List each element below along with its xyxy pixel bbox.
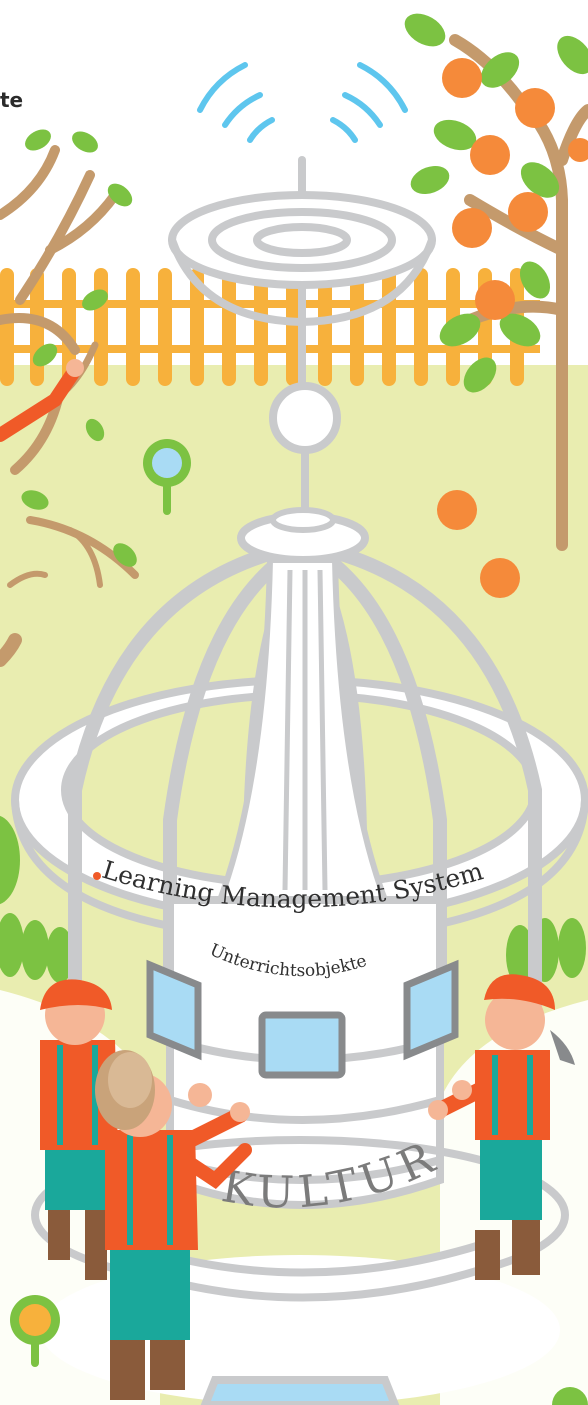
screen-center [258,1011,346,1079]
gardener-left [40,979,118,1280]
screen-right [403,959,459,1061]
map-pin-icon [10,1295,60,1367]
fountain-basin [200,1376,400,1405]
corner-text: te [0,88,23,112]
gardener-center [95,1050,252,1400]
map-pin-icon [143,439,191,515]
orange-tree [404,13,588,598]
antenna-dish [168,156,436,404]
antenna-ball [269,382,341,454]
funnel-lines [282,569,328,891]
wifi-signal-icon [197,62,408,143]
reaching-arm [0,363,82,442]
gardener-right [428,974,575,1280]
left-tree-leaves [21,129,137,567]
dome-cap-top [270,507,336,533]
label-bullet [93,872,101,880]
map-pin-icon [552,1387,588,1405]
screen-left [146,959,202,1061]
reaching-hand [66,359,84,377]
column-band-2 [168,1096,442,1124]
